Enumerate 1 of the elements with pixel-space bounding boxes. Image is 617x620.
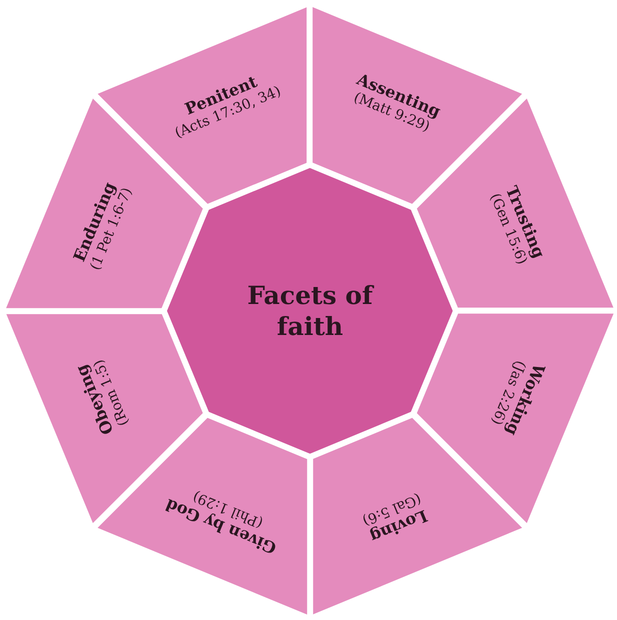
hub-title: Facets of faith <box>246 280 375 342</box>
